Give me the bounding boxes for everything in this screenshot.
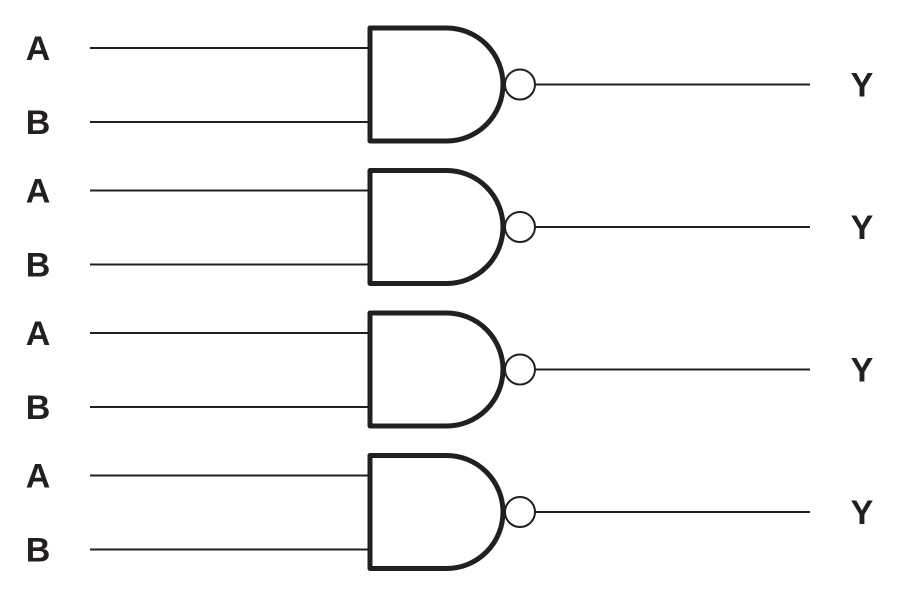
gate-body (367, 453, 506, 571)
output-label-y: Y (851, 352, 874, 390)
nand-gate-4: AB Y (26, 453, 874, 571)
nand-gate-2: AB Y (26, 168, 874, 286)
gate-body (367, 168, 506, 286)
input-label-a: A (26, 458, 51, 496)
input-label-b: B (26, 104, 51, 142)
inversion-bubble (504, 353, 536, 386)
input-label-b: B (26, 532, 51, 570)
input-label-a: A (26, 173, 51, 211)
inversion-bubble (504, 496, 536, 528)
nand-gate-3: AB Y (26, 310, 874, 429)
input-label-a: A (26, 30, 51, 68)
input-label-a: A (26, 315, 51, 353)
output-label-y: Y (851, 494, 874, 532)
output-label-y: Y (851, 67, 874, 105)
input-label-b: B (26, 247, 51, 285)
output-label-y: Y (851, 209, 874, 247)
gate-body (367, 25, 506, 144)
input-label-b: B (26, 389, 51, 427)
nand-gate-1: AB Y (26, 25, 874, 144)
inversion-bubble (504, 68, 536, 101)
gate-body (367, 310, 506, 429)
inversion-bubble (504, 211, 536, 243)
